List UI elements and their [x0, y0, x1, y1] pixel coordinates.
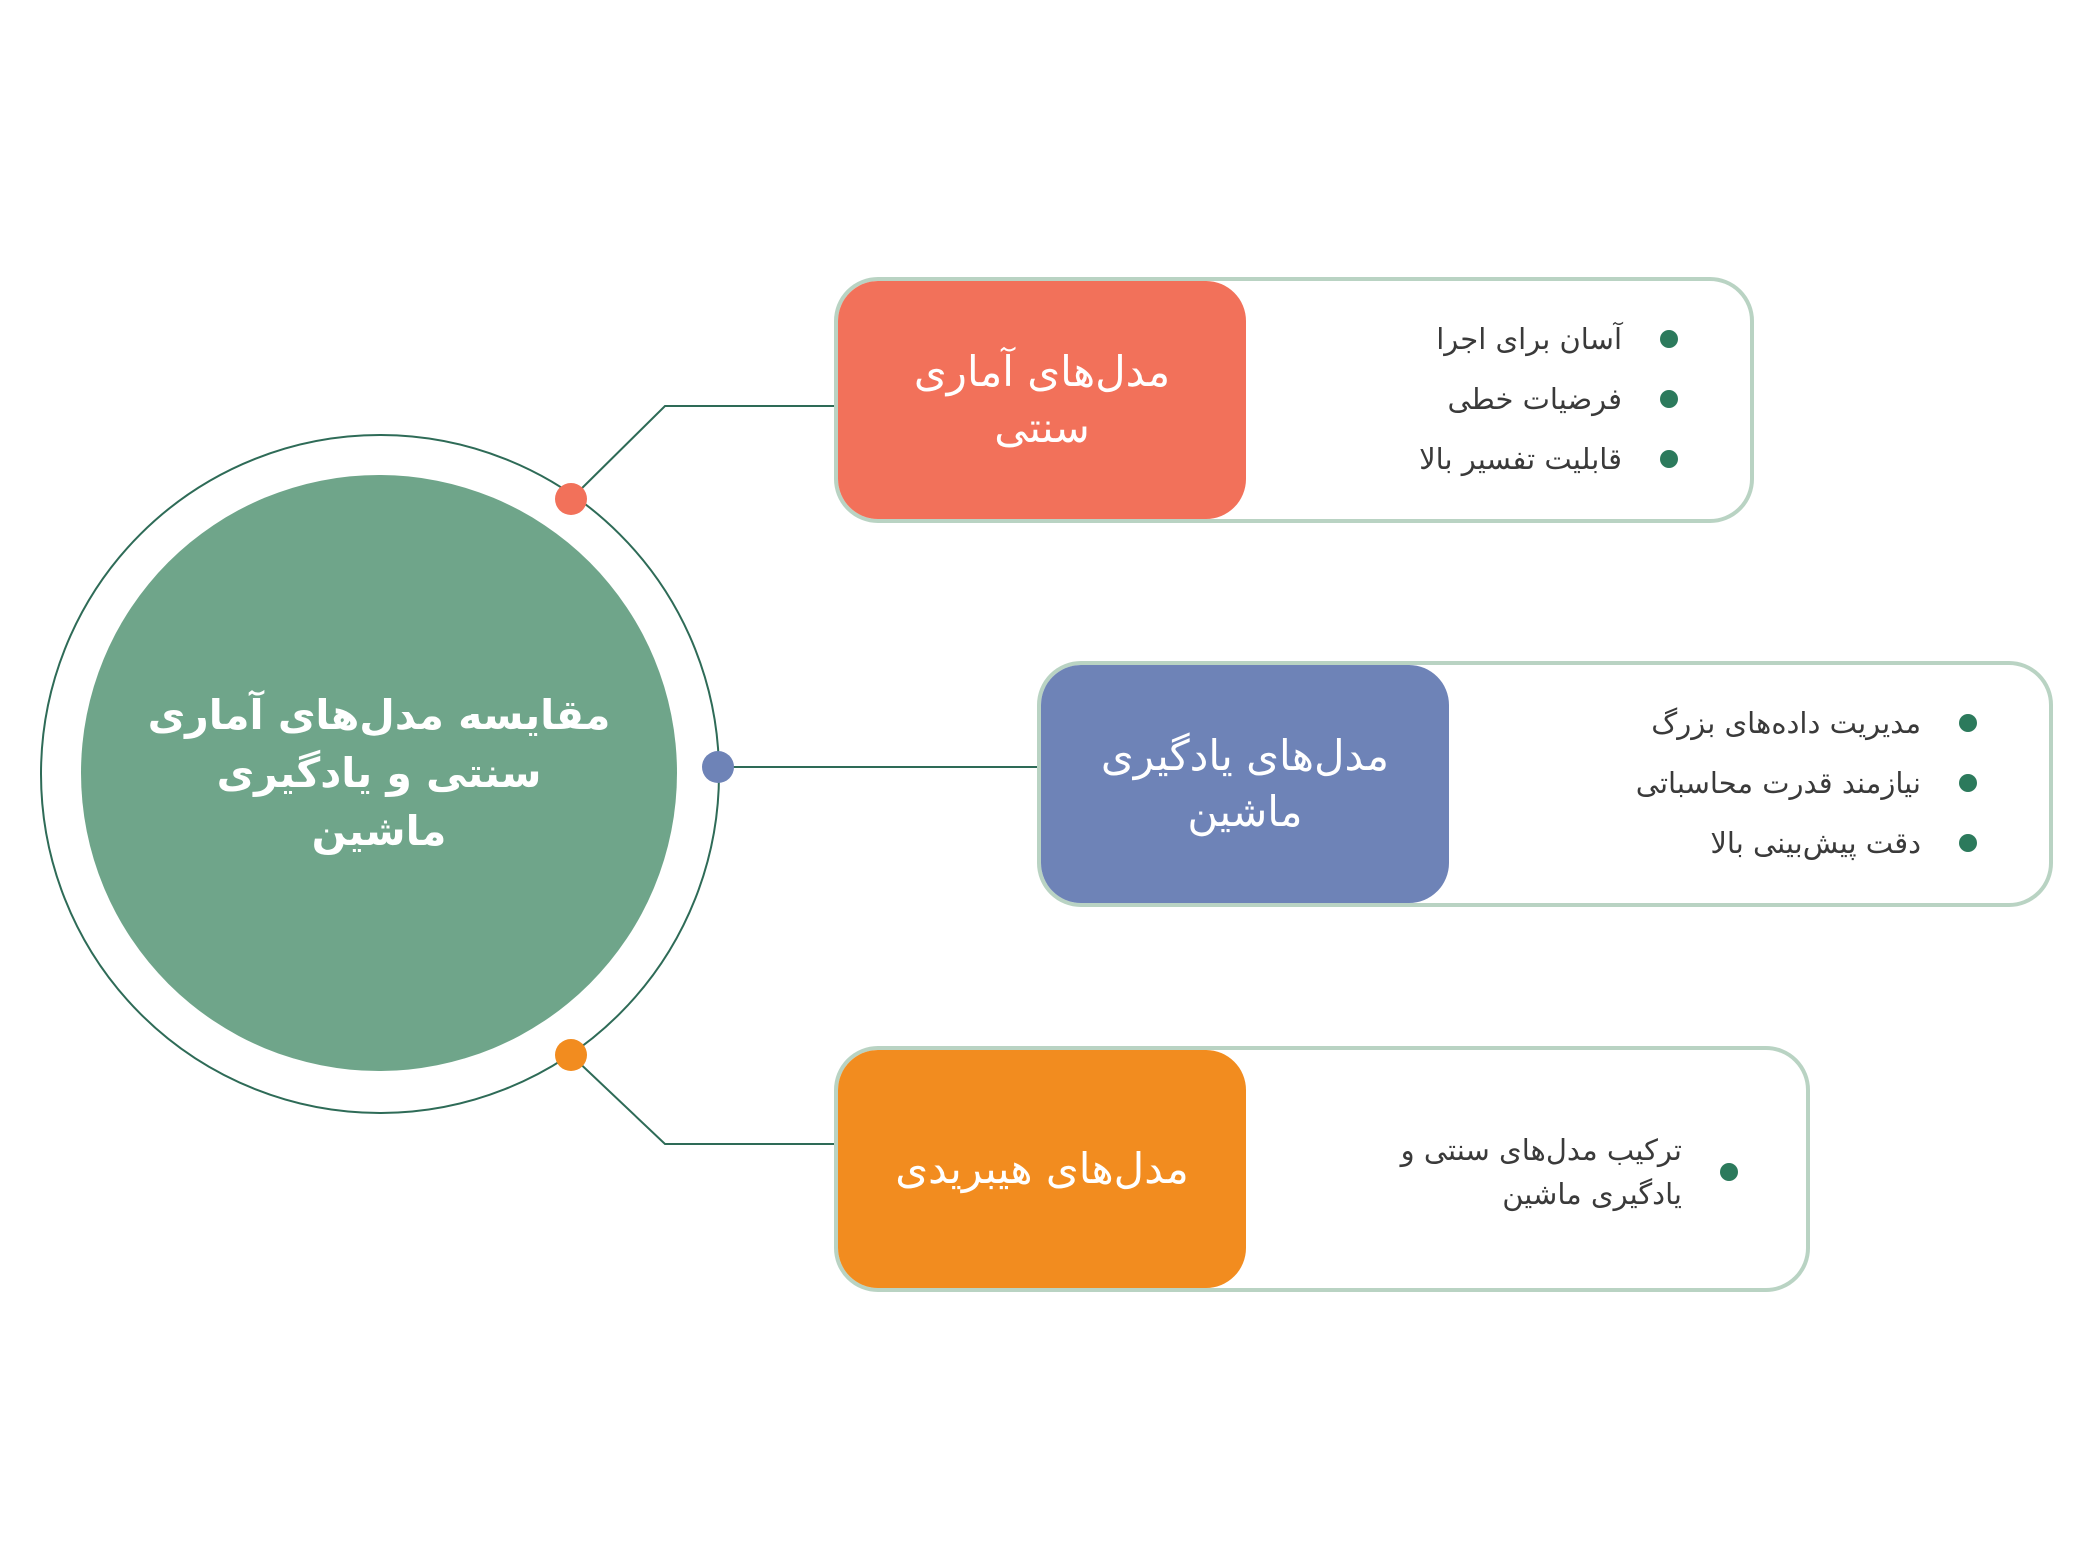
branch-header-machine-learning: مدل‌های یادگیری ماشین — [1041, 665, 1449, 903]
bullet-list-machine-learning: مدیریت داده‌های بزرگ نیازمند قدرت محاسبا… — [1636, 693, 1977, 873]
bullet-dot-icon — [1660, 450, 1678, 468]
bullet-item: دقت پیش‌بینی بالا — [1636, 813, 1977, 873]
bullet-item: نیازمند قدرت محاسباتی — [1636, 753, 1977, 813]
branch-card-traditional: مدل‌های آماری سنتی آسان برای اجرا فرضیات… — [834, 277, 1754, 523]
connector-dot-middle — [702, 751, 734, 783]
branch-title-hybrid: مدل‌های هیبریدی — [895, 1144, 1189, 1193]
bullet-dot-icon — [1660, 390, 1678, 408]
branch-header-hybrid: مدل‌های هیبریدی — [838, 1050, 1246, 1288]
bullet-item: مدیریت داده‌های بزرگ — [1636, 693, 1977, 753]
bullet-dot-icon — [1959, 834, 1977, 852]
hub-title: مقایسه مدل‌های آماری سنتی و یادگیری ماشی… — [147, 691, 611, 855]
bullet-dot-icon — [1959, 714, 1977, 732]
bullet-item: آسان برای اجرا — [1419, 309, 1678, 369]
branch-header-traditional: مدل‌های آماری سنتی — [838, 281, 1246, 519]
bullet-list-traditional: آسان برای اجرا فرضیات خطی قابلیت تفسیر ب… — [1419, 309, 1678, 489]
branch-card-hybrid: مدل‌های هیبریدی ترکیب مدل‌های سنتی و یاد… — [834, 1046, 1810, 1292]
bullet-dot-icon — [1720, 1163, 1738, 1181]
bullet-dot-icon — [1959, 774, 1977, 792]
connector-dot-top — [555, 483, 587, 515]
connector-line-top — [570, 405, 838, 500]
branch-card-machine-learning: مدل‌های یادگیری ماشین مدیریت داده‌های بز… — [1037, 661, 2053, 907]
bullet-item: فرضیات خطی — [1419, 369, 1678, 429]
connector-dot-bottom — [555, 1039, 587, 1071]
connector-line-bottom — [570, 1054, 838, 1145]
bullet-item: قابلیت تفسیر بالا — [1419, 429, 1678, 489]
branch-title-traditional: مدل‌های آماری سنتی — [913, 347, 1171, 452]
bullet-list-hybrid: ترکیب مدل‌های سنتی و یادگیری ماشین — [1352, 1128, 1738, 1216]
bullet-item: ترکیب مدل‌های سنتی و یادگیری ماشین — [1352, 1128, 1738, 1216]
branch-title-machine-learning: مدل‌های یادگیری ماشین — [1100, 731, 1390, 836]
bullet-dot-icon — [1660, 330, 1678, 348]
hub-circle: مقایسه مدل‌های آماری سنتی و یادگیری ماشی… — [81, 475, 677, 1071]
